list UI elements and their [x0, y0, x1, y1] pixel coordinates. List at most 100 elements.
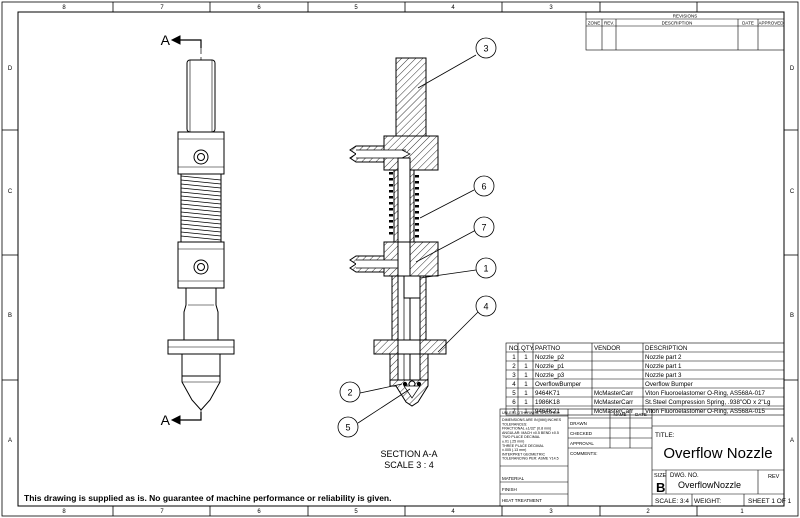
bom-cell: OverflowBumper: [535, 381, 581, 388]
balloon-label: 1: [483, 264, 488, 274]
role-approval: APPROVAL: [570, 441, 594, 446]
zone-col-label: 1: [740, 509, 744, 515]
tolerance-note-line: UNLESS OTHERWISE SPECIFIED:: [502, 411, 560, 415]
bom-cell: 9464K71: [535, 390, 560, 397]
heat-treatment-label: HEAT TREATMENT: [502, 498, 542, 503]
zone-row-label: B: [790, 313, 794, 319]
rev-label: REV: [768, 474, 780, 480]
bom-cell: Overflow Bumper: [645, 381, 693, 388]
bom-cell: 9464K21: [535, 408, 560, 415]
bom-cell: 1: [524, 354, 528, 361]
size-value: B: [656, 480, 665, 495]
section-caption: SECTION A-A: [380, 449, 437, 459]
bom-cell: Viton Fluoroelastomer O-Ring, AS568A-015: [645, 408, 765, 415]
sheet-label: SHEET 1 OF 1: [748, 498, 792, 505]
tolerance-note-line: ±.01 (.25 mm): [502, 440, 524, 444]
title-label: TITLE:: [655, 432, 675, 439]
tolerance-note-line: ±.005 (.13 mm): [502, 448, 526, 452]
section-view: [349, 57, 447, 407]
tolerance-note-line: THREE PLACE DECIMAL: [502, 444, 544, 448]
zone-col-label: 3: [549, 5, 553, 11]
revisions-table: [585, 11, 785, 51]
material-label: MATERIAL: [502, 476, 525, 481]
bom-cell: McMasterCarr: [594, 399, 633, 406]
zone-col-label: 8: [62, 509, 66, 515]
revisions-header: DATE: [742, 21, 754, 26]
revisions-header: DESCRIPTION: [662, 21, 693, 26]
revisions-header: REV.: [604, 21, 614, 26]
bom-cell: Nozzle part 1: [645, 363, 682, 370]
dwg-no-label: DWG. NO.: [670, 473, 699, 479]
bom-cell: 1: [524, 381, 528, 388]
zone-row-label: B: [8, 313, 12, 319]
bom-cell: 1986K18: [535, 399, 560, 406]
disclaimer: This drawing is supplied as is. No guara…: [24, 493, 391, 503]
revisions-header: APPROVED: [758, 21, 784, 26]
bom-cell: 3: [512, 372, 516, 379]
tolerance-note-line: ANGULAR: MACH ±0.5 BEND ±0.5: [502, 431, 559, 435]
bom-cell: Nozzle part 2: [645, 354, 682, 361]
zone-col-label: 5: [354, 509, 358, 515]
zone-col-label: 2: [646, 509, 650, 515]
tolerance-note-line: TWO PLACE DECIMAL: [502, 435, 540, 439]
zone-col-label: 4: [451, 509, 455, 515]
bom-header: NO.: [509, 345, 520, 352]
bom-cell: 6: [512, 399, 516, 406]
scale-label: SCALE: 3:4: [655, 498, 689, 505]
tolerance-note-line: FRACTIONAL ±1/32" (0.8 mm): [502, 427, 551, 431]
bom-cell: Nozzle_p1: [535, 363, 565, 370]
tolerance-note-line: TOLERANCES:: [502, 422, 527, 426]
bom-cell: Nozzle_p2: [535, 354, 565, 361]
leader-lines: [357, 54, 479, 424]
bom-header: QTY.: [521, 345, 535, 352]
size-label: SIZE: [654, 473, 667, 479]
zone-col-label: 5: [354, 5, 358, 11]
weight-label: WEIGHT:: [694, 498, 721, 505]
bom-cell: 1: [524, 399, 528, 406]
bom-cell: 1: [524, 372, 528, 379]
bom-cell: Nozzle part 3: [645, 372, 682, 379]
revisions-header: ZONE: [588, 21, 601, 26]
nozzle-exterior-view: [167, 35, 235, 425]
bom-cell: Viton Fluoroelastomer O-Ring, AS568A-017: [645, 390, 765, 397]
drawing-title: Overflow Nozzle: [663, 445, 772, 462]
balloons: [337, 37, 497, 438]
zone-col-label: 8: [62, 5, 66, 11]
zone-col-label: 6: [257, 5, 261, 11]
zone-row-label: A: [790, 438, 794, 444]
title-block: [499, 408, 785, 507]
bom-cell: St.Steel Compression Spring, .938"OD x 2…: [645, 399, 771, 406]
balloon-label: 6: [481, 182, 486, 192]
role-checked: CHECKED: [570, 431, 593, 436]
bom-header: VENDOR: [594, 345, 621, 352]
zone-row-label: C: [8, 189, 13, 195]
bom-cell: McMasterCarr: [594, 390, 633, 397]
tolerance-note-line: INTERPRET GEOMETRIC: [502, 452, 545, 456]
zone-col-label: 4: [451, 5, 455, 11]
zone-row-label: D: [8, 66, 13, 72]
bom-cell: Nozzle_p3: [535, 372, 565, 379]
bom-cell: 7: [512, 408, 516, 415]
bom-cell: 1: [512, 354, 516, 361]
balloon-label: 3: [483, 44, 488, 54]
bom-cell: 1: [524, 390, 528, 397]
bom-header: DESCRIPTION: [645, 345, 687, 352]
date-header: DATE: [635, 412, 647, 417]
balloon-label: 5: [345, 423, 350, 433]
name-header: NAME: [613, 412, 626, 417]
balloon-label: 7: [481, 223, 486, 233]
bom-cell: 1: [524, 363, 528, 370]
dwg-no-value: OverflowNozzle: [678, 480, 741, 490]
zone-col-label: 6: [257, 509, 261, 515]
zone-col-label: 3: [549, 509, 553, 515]
zone-col-label: 7: [160, 509, 164, 515]
tolerance-note-line: DIMENSIONS ARE IN [MM] INCHES: [502, 418, 562, 422]
balloon-label: 4: [483, 302, 488, 312]
revisions-title: REVISIONS: [673, 14, 698, 19]
bom-cell: 2: [512, 363, 516, 370]
bom-cell: 4: [512, 381, 516, 388]
bom-cell: McMasterCarr: [594, 408, 633, 415]
zone-row-label: C: [790, 189, 795, 195]
balloon-label: 2: [347, 388, 352, 398]
